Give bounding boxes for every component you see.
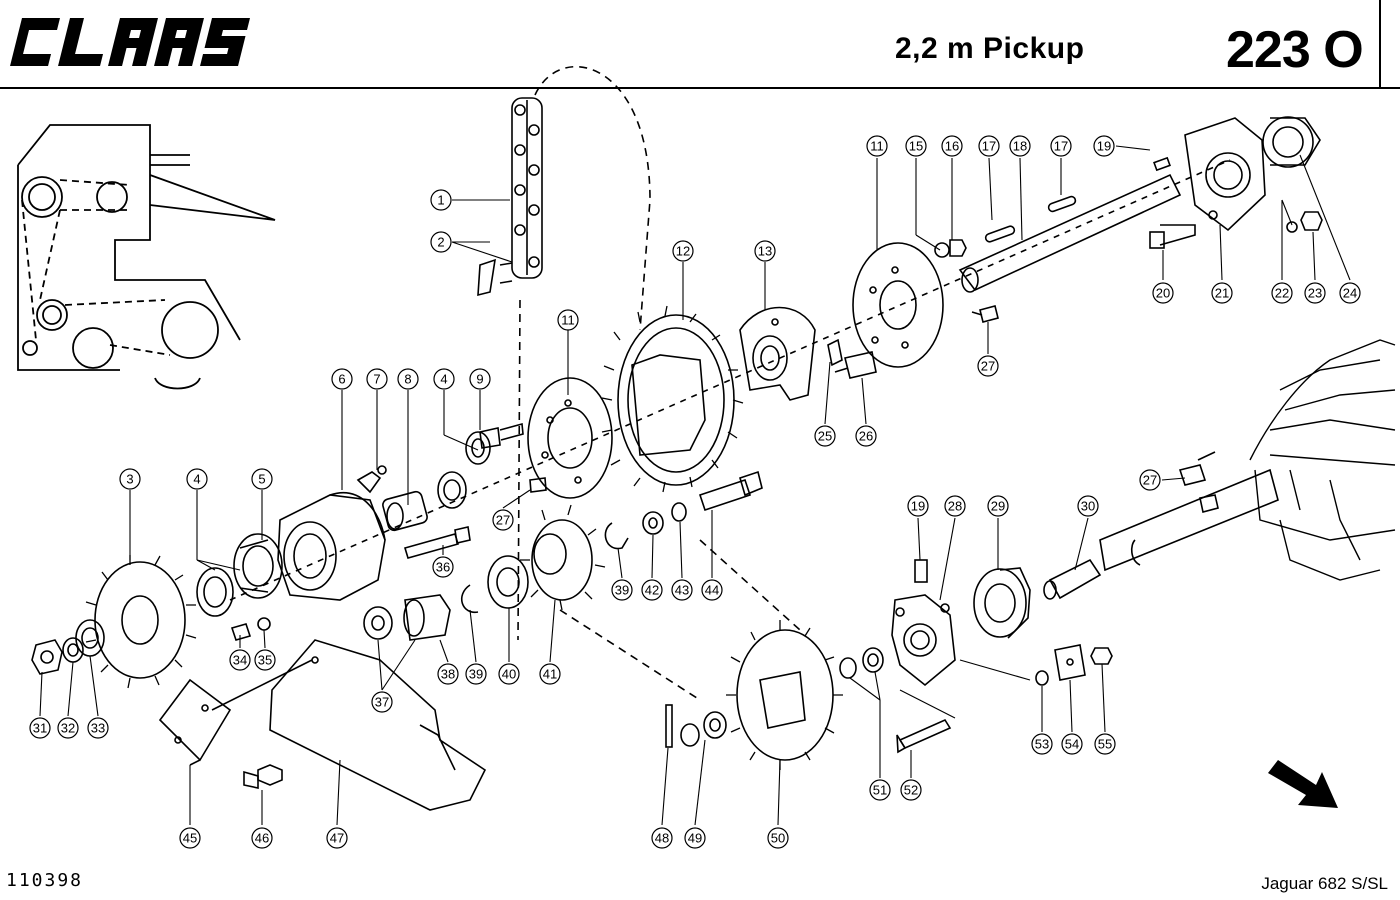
callout-17: 17 (982, 139, 996, 154)
callout-34: 34 (233, 653, 247, 668)
direction-arrow (1268, 760, 1338, 808)
callout-49: 49 (688, 831, 702, 846)
callout-9: 9 (476, 372, 483, 387)
callout-50: 50 (771, 831, 785, 846)
callout-30: 30 (1081, 499, 1095, 514)
callout-22: 22 (1275, 286, 1289, 301)
callout-32: 32 (61, 721, 75, 736)
callout-11b: 11 (870, 139, 884, 154)
callout-43: 43 (675, 583, 689, 598)
callout-35: 35 (258, 653, 272, 668)
header-lines (0, 0, 1400, 89)
page-title: 2,2 m Pickup (895, 32, 1085, 65)
callout-19: 19 (1097, 139, 1111, 154)
callout-20: 20 (1156, 286, 1170, 301)
callout-15: 15 (909, 139, 923, 154)
callout-24: 24 (1343, 286, 1357, 301)
callout-38: 38 (441, 667, 455, 682)
callout-42: 42 (645, 583, 659, 598)
callout-40: 40 (502, 667, 516, 682)
callout-21: 21 (1215, 286, 1229, 301)
callout-47: 47 (330, 831, 344, 846)
callout-36: 36 (436, 560, 450, 575)
callout-25: 25 (818, 429, 832, 444)
center-parts (437, 305, 816, 509)
callout-54: 54 (1065, 737, 1079, 752)
callout-17b: 17 (1054, 139, 1068, 154)
callout-8: 8 (404, 372, 411, 387)
callout-circles (29, 135, 1361, 849)
lower-right-parts (665, 451, 1279, 770)
document-number: 110398 (6, 870, 84, 891)
callout-44: 44 (705, 583, 719, 598)
callout-1: 1 (437, 193, 444, 208)
callout-51: 51 (873, 783, 887, 798)
callout-46: 46 (255, 831, 269, 846)
claas-logo (10, 18, 250, 66)
lower-center-parts (363, 470, 801, 701)
callout-29: 29 (991, 499, 1005, 514)
cover-plates (158, 639, 487, 811)
callout-31: 31 (33, 721, 47, 736)
callout-7: 7 (373, 372, 380, 387)
callout-41: 41 (543, 667, 557, 682)
callout-4b: 4 (440, 372, 447, 387)
callout-labels: 1 2 3 4 5 6 7 8 4 9 11 12 13 11 15 16 17… (33, 139, 1357, 846)
callout-39b: 39 (615, 583, 629, 598)
callout-5: 5 (258, 472, 265, 487)
callout-16: 16 (945, 139, 959, 154)
callout-37: 37 (375, 695, 389, 710)
callout-48: 48 (655, 831, 669, 846)
shaft-assembly-upper (229, 116, 1323, 601)
gearbox-outline (1249, 339, 1396, 581)
callout-33: 33 (91, 721, 105, 736)
callout-45: 45 (183, 831, 197, 846)
callout-53: 53 (1035, 737, 1049, 752)
callout-2: 2 (437, 235, 444, 250)
hub-assembly-left (31, 465, 471, 689)
drive-chain (477, 65, 651, 641)
callout-39: 39 (469, 667, 483, 682)
callout-55: 55 (1098, 737, 1112, 752)
callout-28: 28 (948, 499, 962, 514)
leader-lines (39, 145, 1351, 826)
callout-4: 4 (193, 472, 200, 487)
machine-model: Jaguar 682 S/SL (1261, 874, 1388, 893)
callout-11: 11 (561, 313, 575, 328)
callout-26: 26 (859, 429, 873, 444)
callout-13: 13 (758, 244, 772, 259)
callout-27: 27 (981, 359, 995, 374)
page-code: 223 O (1226, 21, 1364, 79)
callout-19b: 19 (911, 499, 925, 514)
callout-52: 52 (904, 783, 918, 798)
callout-12: 12 (676, 244, 690, 259)
callout-6: 6 (338, 372, 345, 387)
callout-23: 23 (1308, 286, 1322, 301)
callout-27b: 27 (496, 513, 510, 528)
callout-3: 3 (126, 472, 133, 487)
overview-inset (17, 124, 276, 390)
callout-18: 18 (1013, 139, 1027, 154)
callout-27c: 27 (1143, 473, 1157, 488)
